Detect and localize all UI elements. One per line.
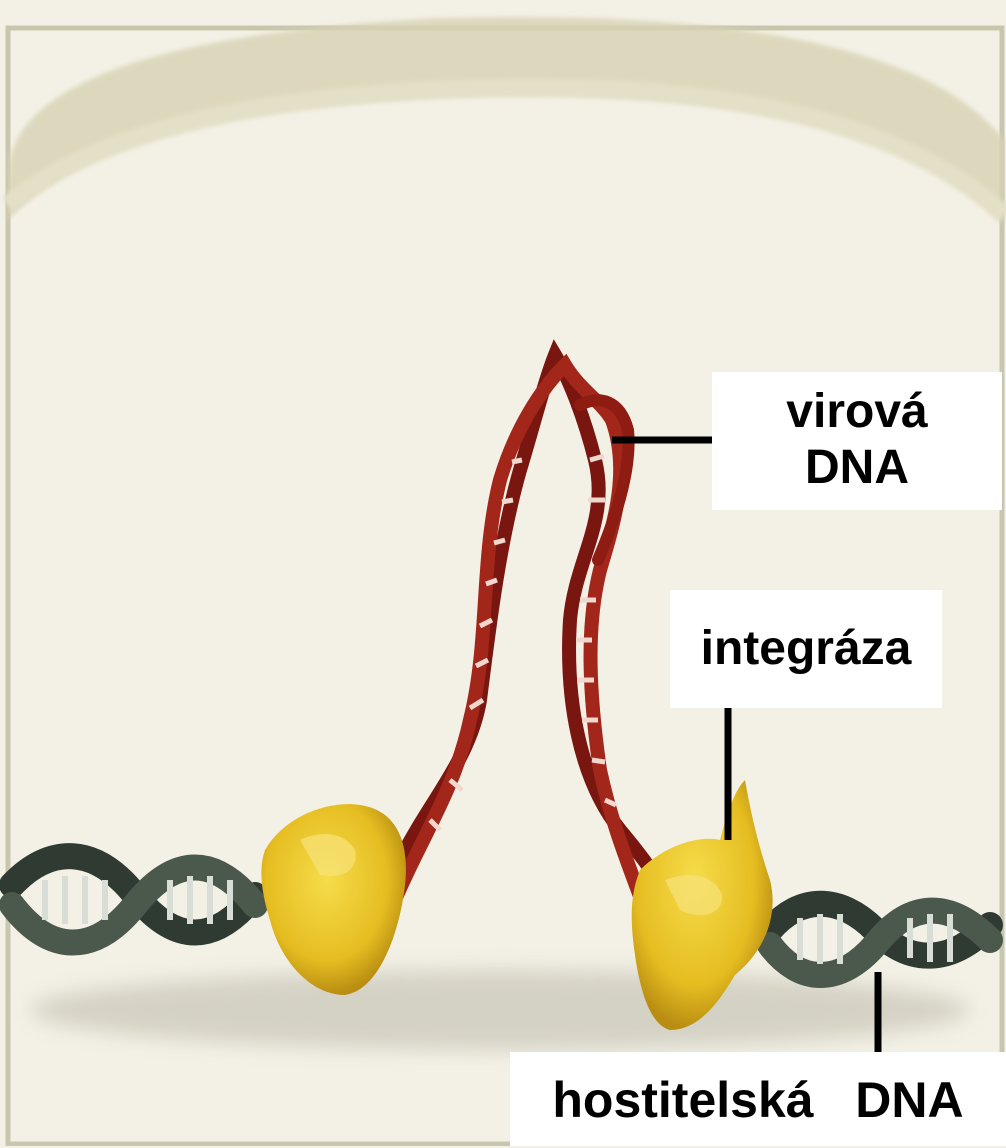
- integrase-label-text: integráza: [670, 590, 942, 708]
- viral-dna-label: virová DNA: [712, 372, 1002, 510]
- host-dna-label: hostitelská DNA: [510, 1052, 1006, 1146]
- host-dna-label-word1: hostitelská: [552, 1072, 813, 1128]
- host-dna-label-space: [828, 1072, 856, 1128]
- integrase-label: integráza: [670, 590, 942, 708]
- viral-dna-label-line1: virová: [712, 384, 1002, 440]
- viral-dna-label-line2: DNA: [712, 440, 1002, 496]
- host-dna-label-word2: DNA: [855, 1072, 963, 1128]
